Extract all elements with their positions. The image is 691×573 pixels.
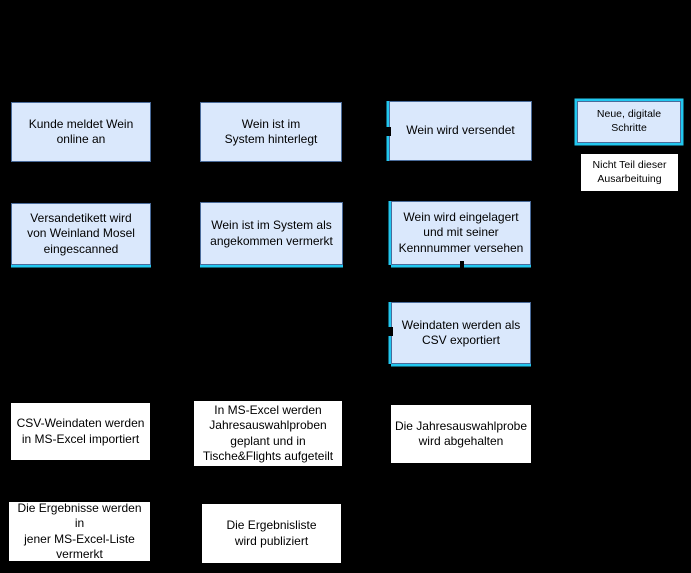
node-wein-eingelagert[interactable]: Wein wird eingelagert und mit seiner Ken… (391, 201, 531, 268)
node-excel-jahresauswahlproben[interactable]: In MS-Excel werden Jahresauswahlproben g… (193, 400, 343, 467)
node-weindaten-csv-export[interactable]: Weindaten werden als CSV exportiert (388, 302, 531, 364)
node-wein-angekommen-vermerkt[interactable]: Wein ist im System als angekommen vermer… (200, 202, 343, 265)
legend-not-part[interactable]: Nicht Teil dieser Ausarbeituing (580, 153, 679, 192)
node-jahresauswahlprobe-abgehalten[interactable]: Die Jahresauswahlprobe wird abgehalten (390, 404, 532, 464)
node-wein-im-system-hinterlegt[interactable]: Wein ist im System hinterlegt (200, 102, 342, 162)
arrowhead-mark (388, 327, 393, 336)
arrowhead-mark (460, 261, 464, 268)
node-csv-import-excel[interactable]: CSV-Weindaten werden in MS-Excel importi… (10, 402, 151, 461)
node-ergebnisse-vermerkt[interactable]: Die Ergebnisse werden in jener MS-Excel-… (8, 501, 151, 562)
legend-digital-steps[interactable]: Neue, digitale Schritte (577, 101, 681, 143)
node-ergebnisliste-publiziert[interactable]: Die Ergebnisliste wird publiziert (201, 503, 342, 564)
arrowhead-mark (386, 127, 391, 136)
node-versandetikett-eingescanned[interactable]: Versandetikett wird von Weinland Mosel e… (11, 203, 151, 265)
node-wein-wird-versendet[interactable]: Wein wird versendet (386, 101, 532, 161)
node-kunde-meldet-wein[interactable]: Kunde meldet Wein online an (11, 102, 151, 162)
